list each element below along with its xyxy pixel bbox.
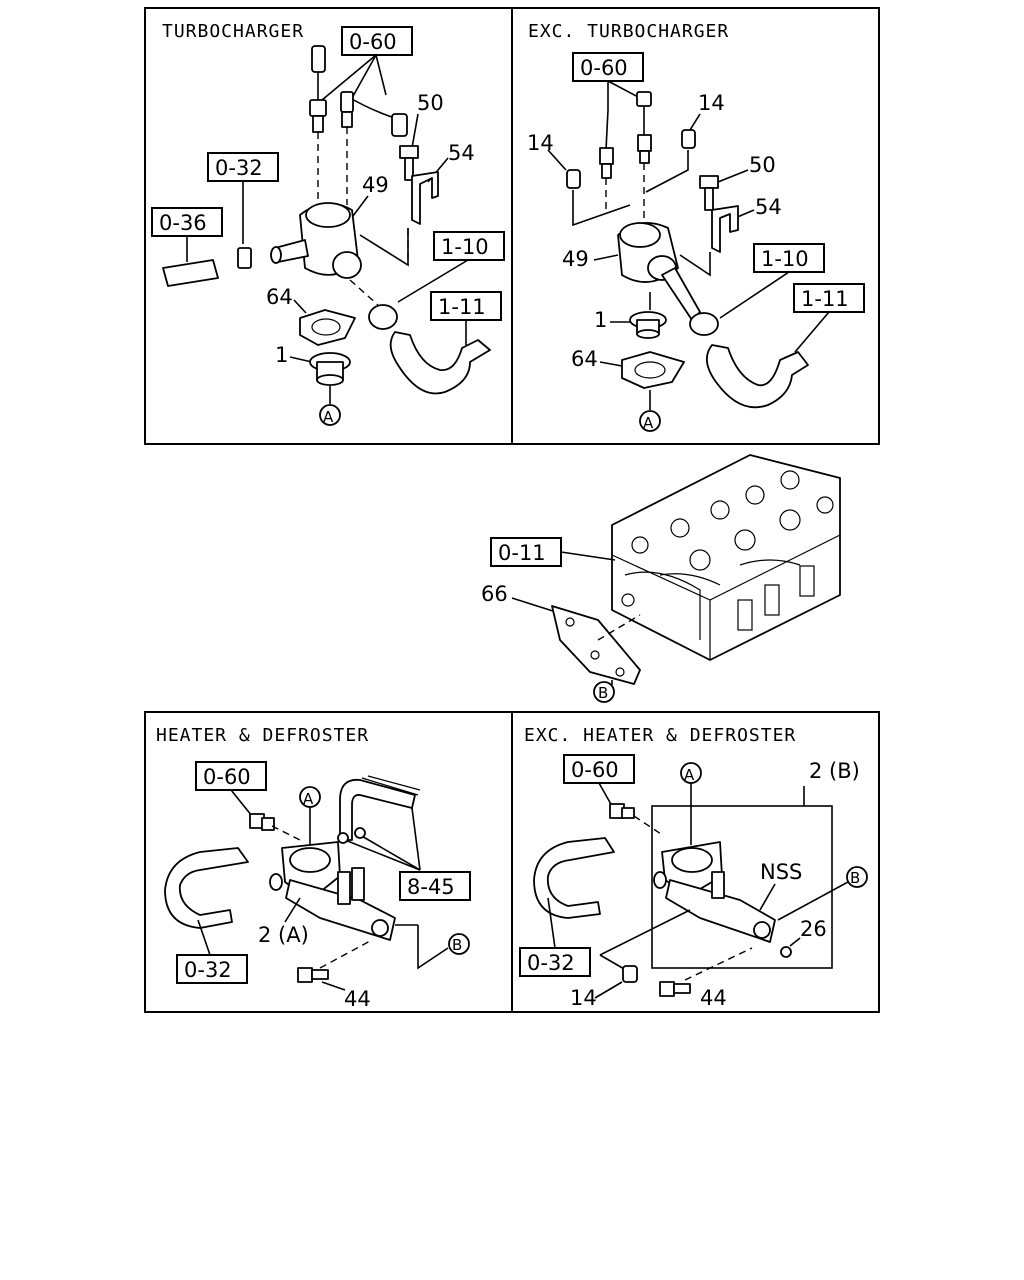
thermostat-housing-icon [653,841,776,943]
panel-exc-heater-defroster: EXC. HEATER & DEFROSTER 0-60 A 2 (B) NSS… [511,711,880,1013]
part-49[interactable]: 49 [362,173,389,197]
gasket-icon [299,309,356,346]
part-26[interactable]: 26 [800,917,827,941]
ref-0-60[interactable]: 0-60 [349,30,397,54]
part-1[interactable]: 1 [594,308,607,332]
bolt-icon [297,967,329,983]
panel-title: EXC. TURBOCHARGER [528,21,729,42]
circle-label: B [452,936,462,954]
hose-icon [389,331,491,395]
part-1[interactable]: 1 [275,343,288,367]
circle-label: A [303,790,314,808]
hose-icon [533,837,615,919]
ref-0-60[interactable]: 0-60 [203,765,251,789]
nss-label: NSS [760,860,802,884]
ref-1-11[interactable]: 1-11 [801,287,849,311]
thermostat-housing-icon [617,221,701,321]
panel-heater-defroster: HEATER & DEFROSTER 0-60 A [144,711,513,1013]
bolt-icon [659,981,691,997]
ref-0-32[interactable]: 0-32 [184,958,232,982]
sensor-icon [599,91,652,225]
bolt-icon [699,175,719,211]
clamp-icon [368,304,398,330]
part-50[interactable]: 50 [749,153,776,177]
circle-label: A [323,408,334,426]
gasket-icon [551,605,641,685]
part-14[interactable]: 14 [570,986,597,1010]
circle-label: B [850,869,860,887]
part-44[interactable]: 44 [700,986,727,1010]
thermostat-housing-icon [270,202,362,279]
plug-icon [566,169,581,189]
ref-0-32[interactable]: 0-32 [215,156,263,180]
circle-ref-a[interactable] [639,410,661,432]
pipe-icon [162,259,219,287]
part-14[interactable]: 14 [698,91,725,115]
cylinder-head-section: 0-11 66 B [481,454,841,703]
thermostat-icon [629,311,667,339]
panel-title: TURBOCHARGER [162,21,304,42]
plug-icon [622,965,638,983]
part-54[interactable]: 54 [755,195,782,219]
hose-icon [706,344,809,409]
ref-0-60[interactable]: 0-60 [580,56,628,80]
bracket-icon [411,171,439,225]
gasket-icon [621,351,685,389]
ref-8-45[interactable]: 8-45 [407,875,455,899]
part-50[interactable]: 50 [417,91,444,115]
part-64[interactable]: 64 [266,285,293,309]
sensor-icon [309,45,408,205]
cylinder-head-icon [611,454,841,661]
clamp-icon [689,312,719,336]
part-44[interactable]: 44 [344,987,371,1011]
circle-label: A [643,414,654,432]
part-66[interactable]: 66 [481,582,508,606]
ref-0-11[interactable]: 0-11 [498,541,546,565]
part-2a[interactable]: 2 (A) [258,923,309,947]
panel-title: EXC. HEATER & DEFROSTER [524,725,796,746]
plug-icon [681,129,696,149]
hose-icon [164,847,249,929]
bracket-icon [711,205,739,253]
ref-1-11[interactable]: 1-11 [438,295,486,319]
circle-ref-a[interactable] [319,404,341,426]
circle-ref-b[interactable] [448,933,470,955]
panel-exc-turbocharger: EXC. TURBOCHARGER 0-60 14 14 50 [511,7,880,445]
plug-icon [237,247,252,269]
circle-label: B [598,684,608,702]
panel-title: HEATER & DEFROSTER [156,725,369,746]
part-64[interactable]: 64 [571,347,598,371]
circle-ref-b[interactable] [593,681,615,703]
part-49[interactable]: 49 [562,247,589,271]
part-54[interactable]: 54 [448,141,475,165]
ref-0-32[interactable]: 0-32 [527,951,575,975]
ref-1-10[interactable]: 1-10 [761,247,809,271]
circle-label: A [684,766,695,784]
bolt-icon [399,145,419,181]
ref-1-10[interactable]: 1-10 [441,235,489,259]
ref-0-60[interactable]: 0-60 [571,758,619,782]
thermostat-icon [309,352,351,386]
part-2b[interactable]: 2 (B) [809,759,860,783]
hose-icon [339,778,416,841]
washer-icon [780,946,792,958]
circle-ref-b[interactable] [846,866,868,888]
sensor-icon [249,813,275,831]
panel-turbocharger: TURBOCHARGER 0-60 50 54 [144,7,513,445]
ref-0-36[interactable]: 0-36 [159,211,207,235]
thermostat-housing-icon [269,841,396,941]
sensor-icon [609,803,635,819]
